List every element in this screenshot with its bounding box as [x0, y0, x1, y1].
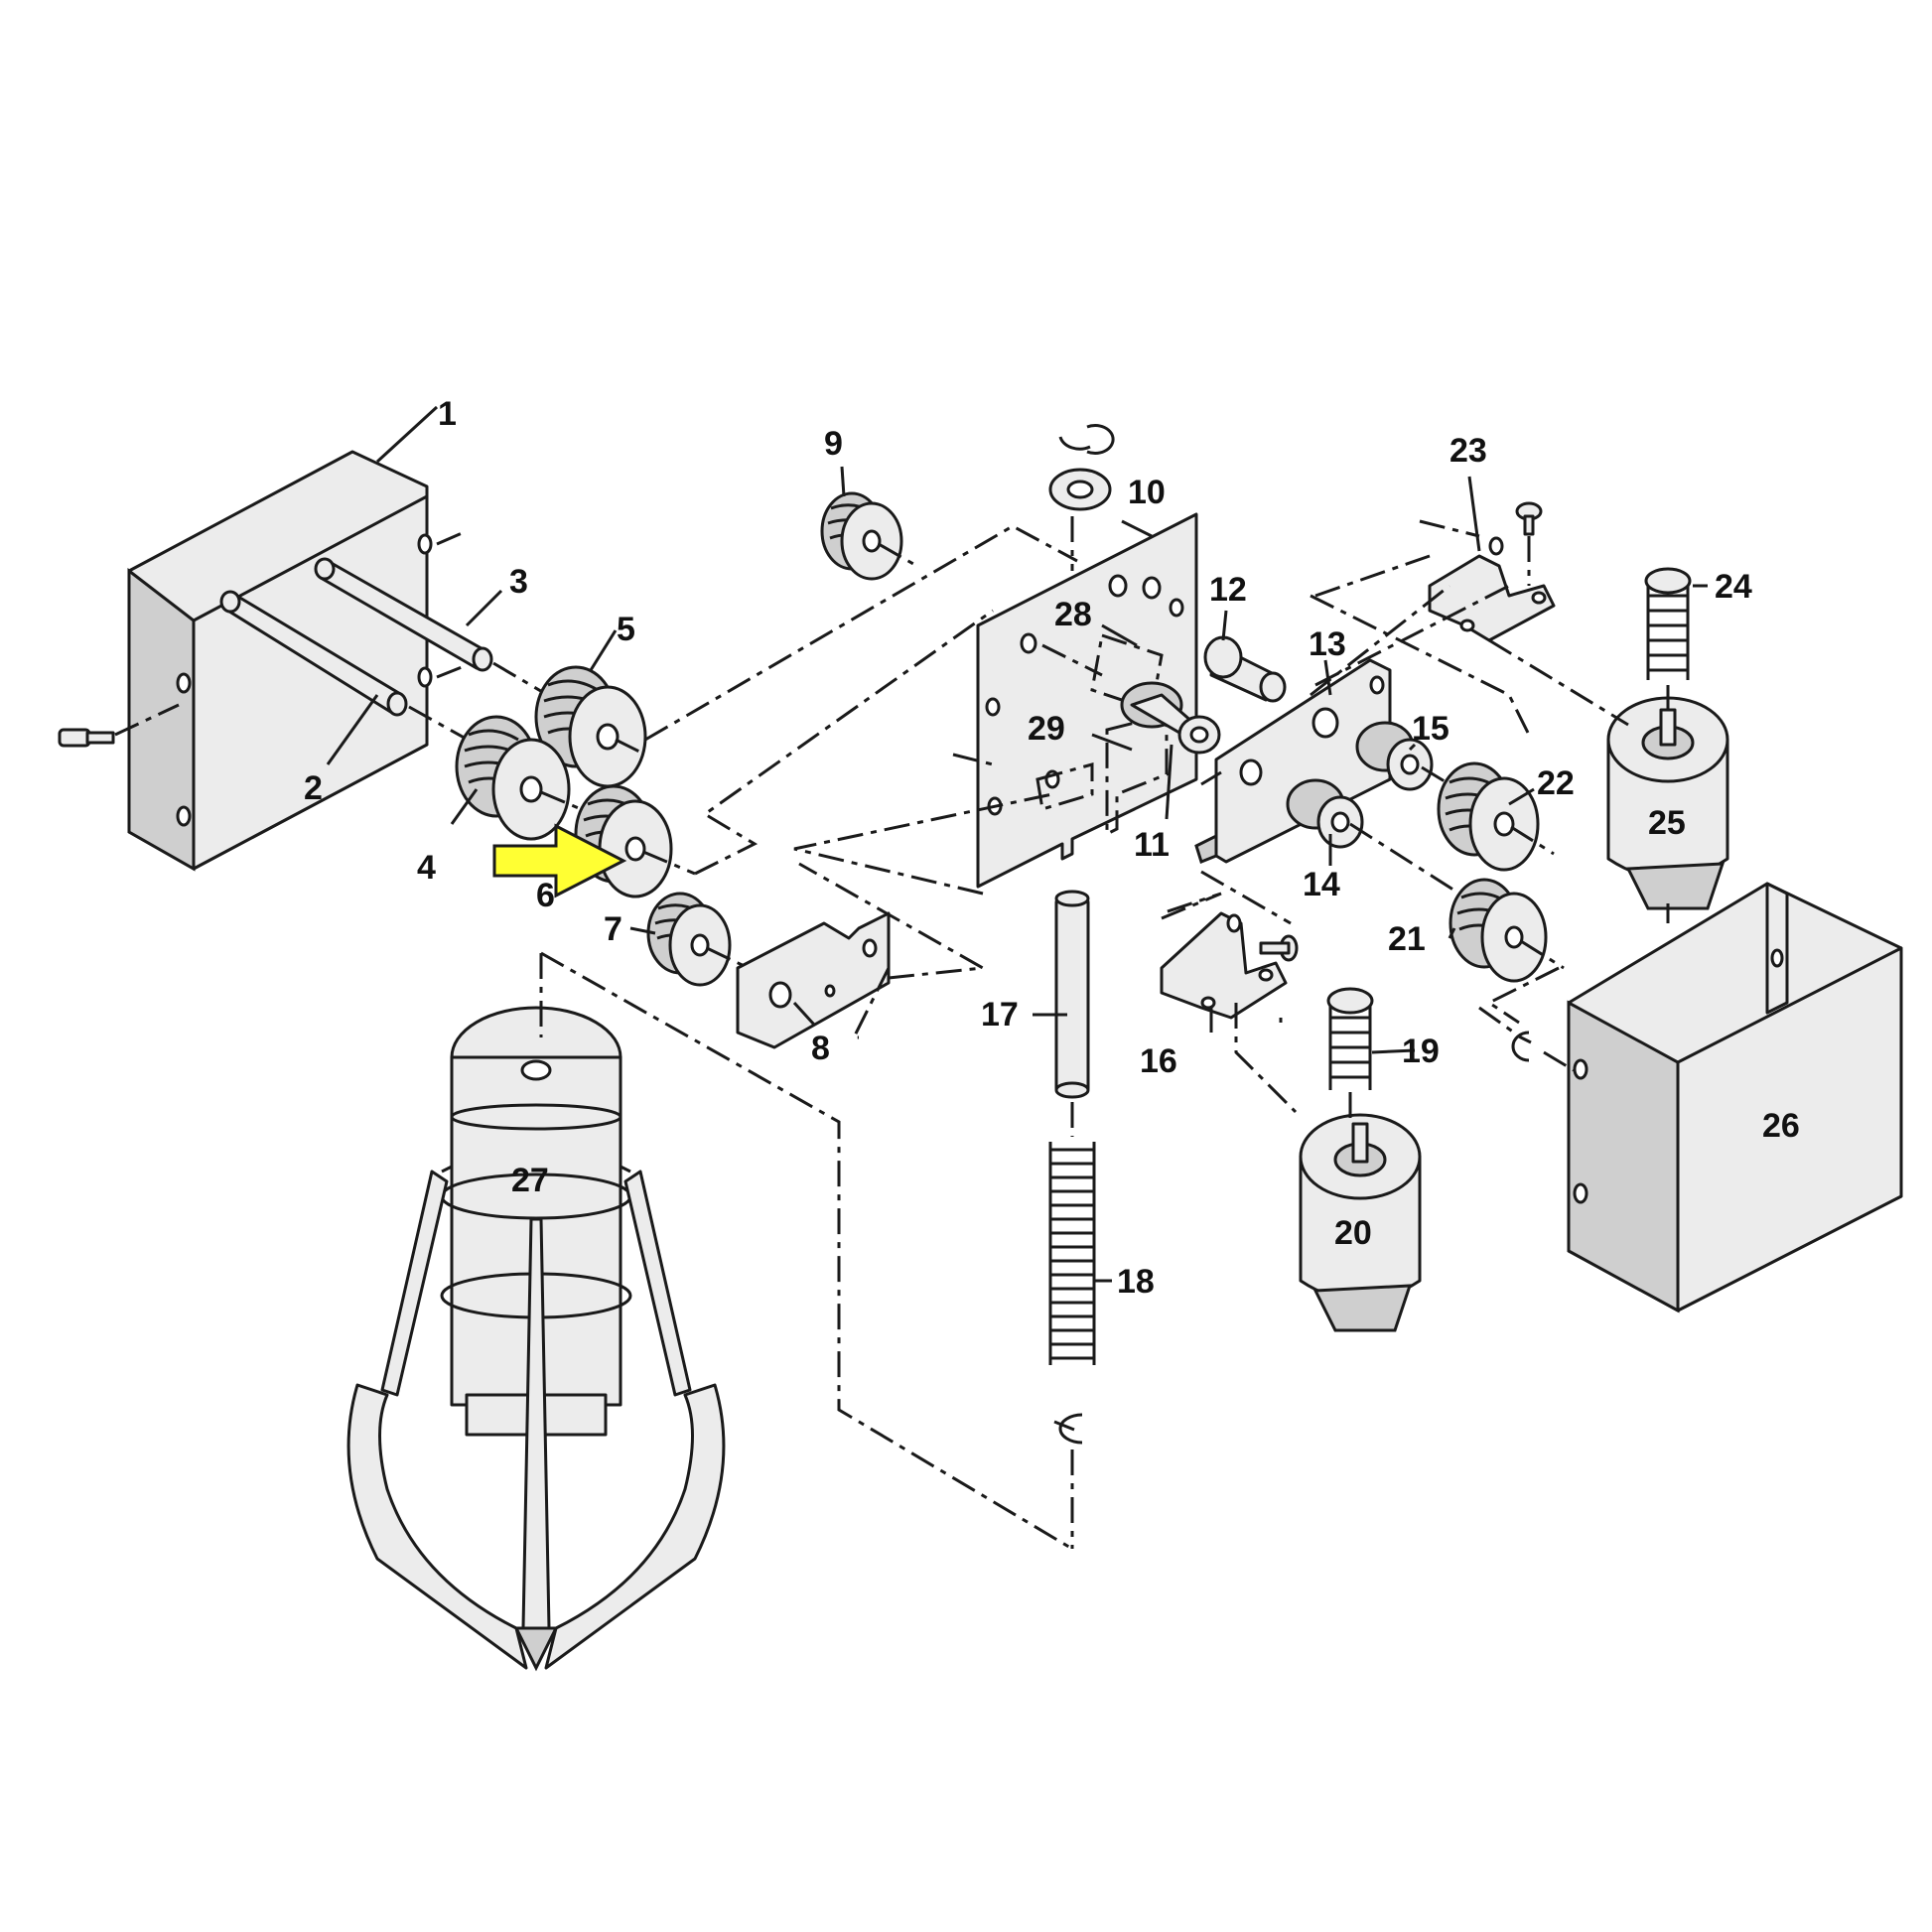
callout-14: 14	[1303, 866, 1340, 903]
callout-18: 18	[1117, 1263, 1155, 1301]
part-19-spring[interactable]	[1326, 987, 1374, 1090]
callout-29: 29	[1028, 710, 1065, 748]
callout-12: 12	[1209, 571, 1247, 609]
right-e-clip	[1511, 1031, 1532, 1062]
callout-13: 13	[1309, 625, 1346, 663]
callout-26: 26	[1762, 1107, 1800, 1145]
part-23-bracket[interactable]	[1428, 536, 1556, 642]
callout-8: 8	[811, 1030, 830, 1067]
part-16-bracket[interactable]	[1160, 911, 1288, 1020]
callout-16: 16	[1140, 1042, 1177, 1080]
callout-27: 27	[511, 1162, 549, 1199]
part-7-pulley[interactable]	[646, 892, 732, 987]
part-1-bracket[interactable]	[127, 450, 468, 872]
part-24-spring[interactable]	[1644, 567, 1692, 680]
part-16-screw	[1259, 934, 1299, 962]
callout-1: 1	[438, 395, 457, 433]
assembly-lines	[539, 519, 1670, 1551]
leader-lines	[326, 405, 1708, 1283]
bracket-screw	[58, 703, 180, 748]
part-4-pulley[interactable]	[455, 715, 571, 841]
callout-7: 7	[604, 910, 622, 948]
callout-5: 5	[617, 611, 635, 648]
callout-28: 28	[1054, 596, 1092, 633]
callout-4: 4	[417, 849, 436, 887]
part-22-pulley[interactable]	[1437, 761, 1540, 872]
part-18-spring[interactable]	[1048, 1142, 1096, 1365]
callout-labels: 1 2 3 4 5 6 7 8 9 10 11 12 13 14 15 16 1…	[304, 395, 1800, 1301]
part-13-plate[interactable]	[1194, 658, 1392, 864]
callout-22: 22	[1537, 764, 1575, 802]
part-23-screw	[1515, 501, 1543, 536]
part-11-hub[interactable]	[1120, 681, 1221, 755]
highlight-arrow	[492, 823, 627, 898]
part-15-gear[interactable]	[1355, 721, 1434, 791]
top-washer	[1048, 468, 1112, 511]
part-27-claw[interactable]	[346, 1006, 726, 1672]
part-2-rod[interactable]	[219, 590, 408, 717]
callout-11: 11	[1134, 826, 1170, 864]
part-20-motor[interactable]	[1299, 1113, 1422, 1332]
callout-21: 21	[1388, 920, 1426, 958]
callout-17: 17	[981, 996, 1019, 1034]
callout-2: 2	[304, 769, 323, 807]
callout-19: 19	[1402, 1033, 1440, 1070]
callout-9: 9	[824, 425, 843, 463]
part-8-plate[interactable]	[736, 911, 891, 1049]
callout-23: 23	[1449, 432, 1487, 470]
part-6-pulley[interactable]	[574, 784, 673, 898]
part-21-pulley[interactable]	[1449, 878, 1548, 983]
callout-15: 15	[1412, 710, 1449, 748]
part-3-rod[interactable]	[314, 557, 493, 672]
callout-25: 25	[1648, 804, 1686, 842]
part-12-bushing[interactable]	[1203, 635, 1287, 703]
callout-10: 10	[1128, 474, 1166, 511]
part-26-cover[interactable]	[1567, 882, 1903, 1313]
part-25-motor[interactable]	[1606, 696, 1729, 910]
part-17-shaft[interactable]	[1054, 890, 1090, 1099]
part-9-pulley[interactable]	[820, 491, 903, 581]
callout-20: 20	[1334, 1214, 1372, 1252]
bottom-e-clip	[1053, 1413, 1083, 1445]
callout-3: 3	[509, 563, 528, 601]
callout-6: 6	[536, 877, 555, 914]
callout-24: 24	[1715, 568, 1752, 606]
top-e-clip	[1058, 424, 1115, 455]
